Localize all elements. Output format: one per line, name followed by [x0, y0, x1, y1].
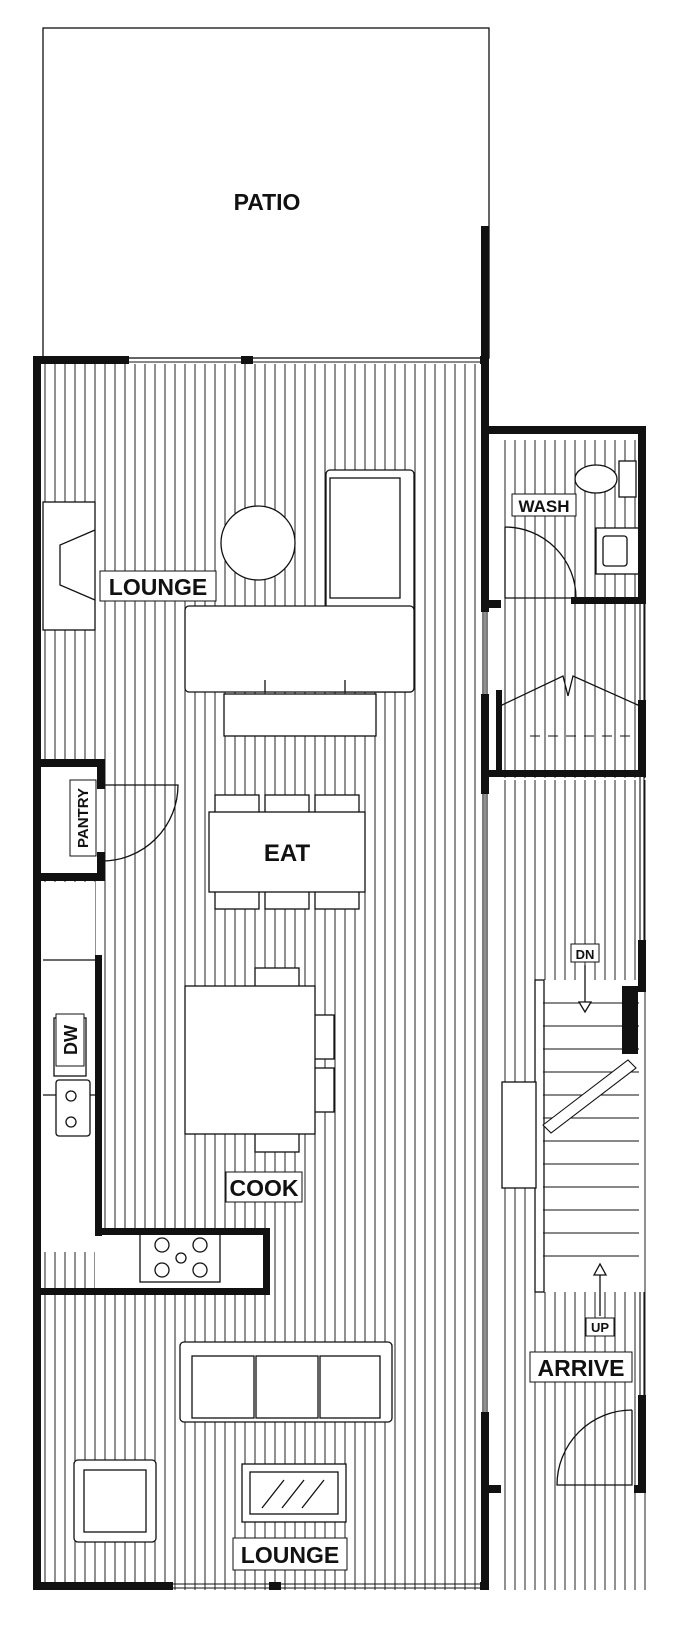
fireplace-hearth — [59, 529, 96, 601]
glass-hatch — [281, 1479, 305, 1509]
island-stool — [313, 1014, 335, 1060]
room-label-eat: EAT — [264, 840, 311, 867]
kitchen-sink — [55, 1079, 91, 1137]
room-label-wash: WASH — [519, 497, 570, 516]
glass-hatch — [301, 1479, 325, 1509]
label-backdrop — [55, 1013, 85, 1067]
burner — [154, 1237, 170, 1253]
hall-bench — [501, 1081, 537, 1189]
burner — [192, 1237, 208, 1253]
stair-break-line — [542, 1059, 637, 1134]
kitchen-island — [184, 985, 316, 1135]
dining-chair — [214, 794, 260, 814]
label-backdrop — [99, 570, 217, 602]
armchair-seat — [83, 1469, 147, 1533]
room-label-patio: PATIO — [234, 189, 301, 215]
up-arrow-head — [592, 1262, 608, 1276]
room-label-pantry: PANTRY — [75, 788, 92, 848]
dining-chair — [214, 890, 260, 910]
room-label-lounge-lower: LOUNGE — [241, 1542, 339, 1568]
sofa-cushion — [319, 1355, 381, 1419]
label-backdrop — [570, 943, 600, 963]
toilet — [574, 464, 618, 494]
walls — [33, 226, 646, 1590]
island-stool — [254, 967, 300, 989]
island-stool — [254, 1131, 300, 1153]
dining-chair — [264, 794, 310, 814]
dining-table — [208, 811, 366, 893]
stair-label-up: UP — [591, 1320, 609, 1335]
room-label-cook: COOK — [230, 1175, 299, 1201]
room-label-dw: DW — [61, 1025, 81, 1055]
glass-hatch — [261, 1479, 285, 1509]
burner — [154, 1262, 170, 1278]
burner — [192, 1262, 208, 1278]
label-backdrop — [511, 493, 577, 517]
label-backdrop — [529, 1351, 633, 1383]
toilet-tank — [618, 460, 637, 498]
sofa-cushion — [255, 1355, 319, 1419]
stair-label-dn: DN — [576, 947, 595, 962]
island-stool — [313, 1067, 335, 1113]
patio-area — [42, 27, 490, 359]
sofa-cushion — [191, 1355, 255, 1419]
hall-floor — [500, 606, 648, 778]
pantry-door-swing — [101, 784, 179, 862]
dining-chair — [314, 794, 360, 814]
console-table — [223, 693, 377, 737]
fireplace — [42, 501, 96, 631]
dn-arrow-head — [577, 1001, 593, 1014]
closet-bifold-door — [499, 675, 641, 707]
label-backdrop — [585, 1317, 615, 1337]
wash-basin-bowl — [602, 535, 628, 567]
label-backdrop — [225, 1171, 303, 1203]
windows — [34, 357, 645, 1589]
dining-chair — [314, 890, 360, 910]
sink-drain — [65, 1116, 77, 1128]
stair-wall — [622, 986, 638, 1054]
label-backdrop — [69, 779, 97, 857]
sectional-sofa-base — [184, 605, 415, 693]
wash-door-swing — [504, 526, 577, 599]
room-label-lounge-upper: LOUNGE — [109, 574, 207, 600]
burner — [175, 1252, 187, 1264]
entry-door-swing — [556, 1409, 633, 1486]
sofa-cushion — [329, 477, 401, 599]
room-label-arrive: ARRIVE — [538, 1355, 625, 1381]
dining-chair — [264, 890, 310, 910]
label-backdrop — [232, 1537, 348, 1571]
sink-drain — [65, 1090, 77, 1102]
round-side-table — [220, 505, 296, 581]
